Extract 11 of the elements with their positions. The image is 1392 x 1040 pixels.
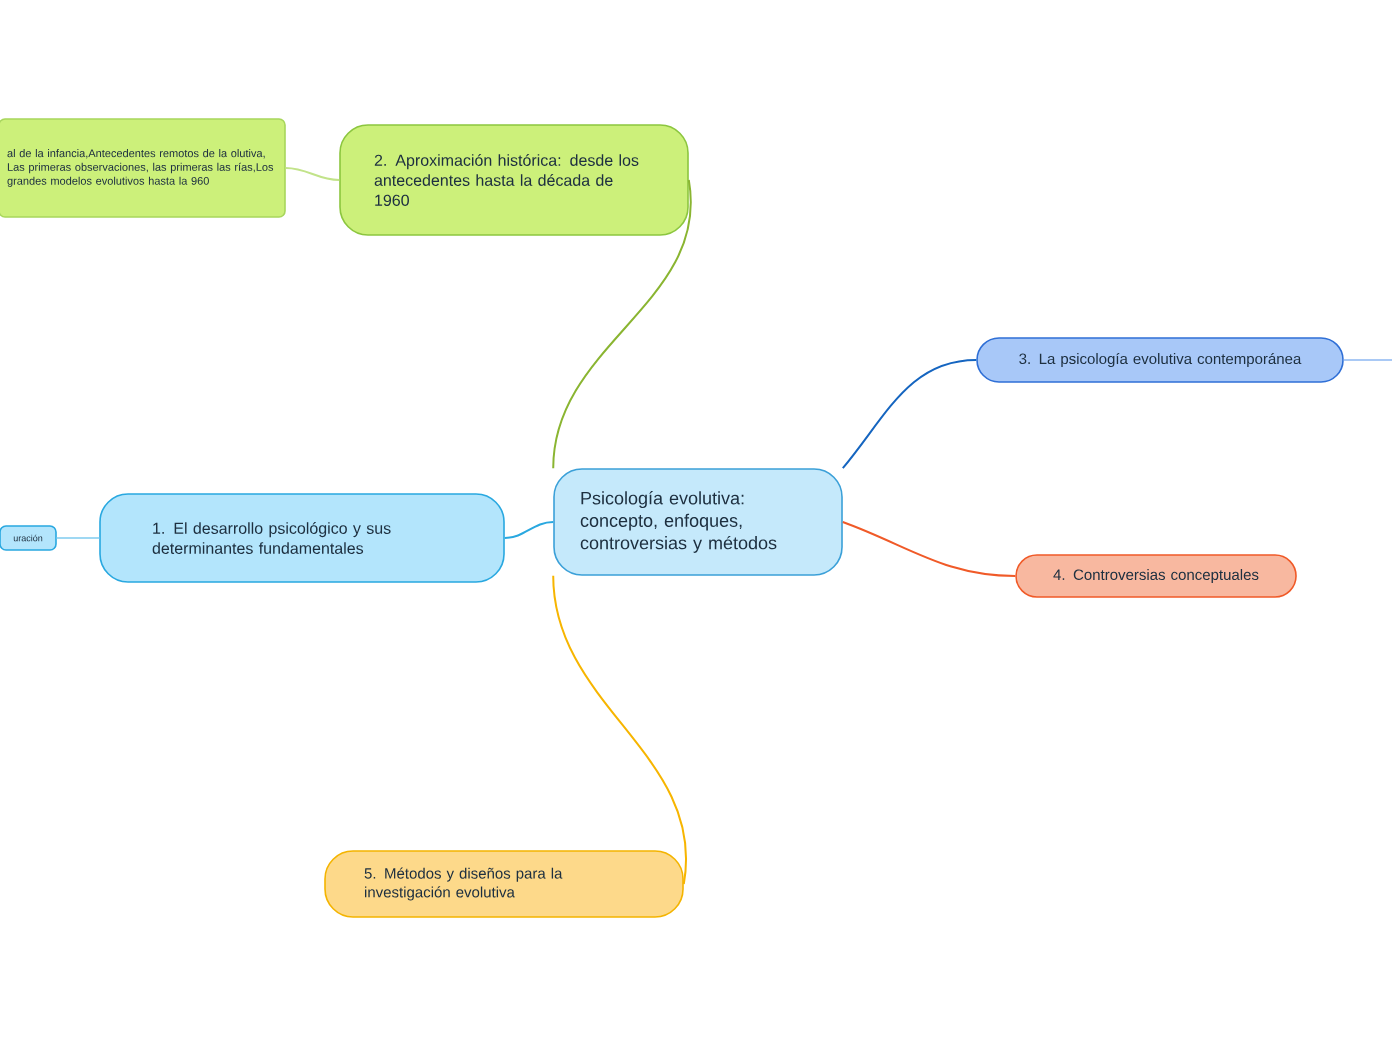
connector-line xyxy=(552,574,687,885)
central-topic-box: Psicología evolutiva: concepto, enfoques, controversias y métodos xyxy=(553,468,843,576)
topic-box: 2. Aproximación histórica: desde los antecedentes hasta la década de 1960 xyxy=(339,124,689,236)
connector-line xyxy=(55,537,101,539)
topic-box: 1. El desarrollo psicológico y sus determinantes fundamentales xyxy=(99,493,505,583)
connector-line xyxy=(284,167,341,181)
connector-line xyxy=(1342,359,1392,361)
connector-line xyxy=(841,359,978,470)
connector-line xyxy=(841,521,1017,577)
connector-line xyxy=(552,179,692,470)
connector-line xyxy=(503,521,555,539)
